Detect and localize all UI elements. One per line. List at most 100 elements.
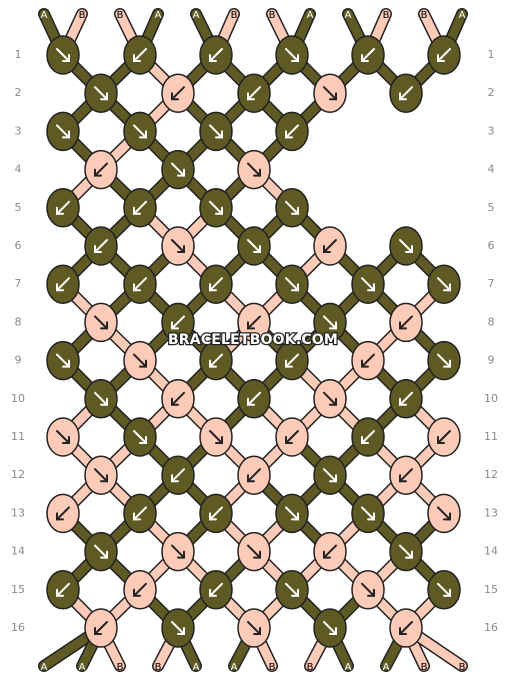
arrow-head-icon bbox=[100, 397, 108, 406]
top-string-label: A bbox=[307, 10, 314, 21]
arrow-head-icon bbox=[285, 436, 293, 444]
arrow-head-icon bbox=[443, 512, 451, 521]
row-number-right: 11 bbox=[484, 430, 498, 443]
row-number-left: 14 bbox=[11, 545, 25, 558]
arrow-down-right-icon bbox=[56, 124, 70, 139]
arrow-down-right-icon bbox=[361, 277, 375, 292]
top-string-label: A bbox=[345, 10, 352, 21]
arrow-down-right-icon bbox=[56, 353, 70, 368]
arrow-head-icon bbox=[94, 168, 102, 177]
row-number-right: 12 bbox=[484, 468, 498, 481]
arrow-head-icon bbox=[247, 92, 255, 101]
arrow-down-left-icon bbox=[171, 468, 185, 483]
arrow-head-icon bbox=[443, 359, 451, 368]
arrow-head-icon bbox=[399, 92, 407, 101]
arrow-down-right-icon bbox=[285, 200, 299, 215]
arrow-down-left-icon bbox=[133, 506, 147, 521]
top-string-label: A bbox=[41, 10, 48, 21]
top-string-label: A bbox=[193, 10, 200, 21]
arrow-down-right-icon bbox=[361, 582, 375, 597]
row-number-left: 3 bbox=[15, 124, 22, 137]
arrow-head-icon bbox=[329, 92, 337, 101]
arrow-down-left-icon bbox=[209, 582, 223, 597]
row-number-right: 1 bbox=[488, 48, 495, 61]
arrow-head-icon bbox=[177, 168, 185, 177]
arrow-head-icon bbox=[56, 206, 64, 215]
arrow-head-icon bbox=[253, 245, 261, 253]
row-number-left: 5 bbox=[15, 201, 22, 214]
arrow-down-left-icon bbox=[133, 200, 147, 215]
arrow-head-icon bbox=[361, 54, 369, 62]
arrow-down-left-icon bbox=[209, 48, 223, 62]
arrow-down-left-icon bbox=[133, 277, 147, 292]
arrow-down-right-icon bbox=[361, 506, 375, 521]
arrow-down-left-icon bbox=[437, 48, 451, 62]
row-number-right: 13 bbox=[484, 506, 498, 519]
bottom-string-label: B bbox=[155, 662, 162, 673]
arrow-head-icon bbox=[177, 245, 185, 253]
arrow-head-icon bbox=[361, 436, 369, 444]
row-number-right: 9 bbox=[488, 354, 495, 367]
arrow-down-right-icon bbox=[133, 430, 147, 444]
arrow-down-right-icon bbox=[399, 239, 413, 253]
row-number-right: 15 bbox=[484, 583, 498, 596]
arrow-down-left-icon bbox=[399, 468, 413, 483]
arrow-head-icon bbox=[171, 397, 179, 406]
arrow-head-icon bbox=[177, 627, 185, 635]
row-number-left: 1 bbox=[15, 48, 22, 61]
arrow-head-icon bbox=[94, 245, 102, 253]
arrow-down-right-icon bbox=[399, 544, 413, 559]
row-number-left: 9 bbox=[15, 354, 22, 367]
bottom-string-label: A bbox=[231, 662, 238, 673]
bottom-string-label: B bbox=[459, 662, 466, 673]
arrow-down-right-icon bbox=[323, 468, 337, 483]
arrow-head-icon bbox=[291, 588, 299, 597]
arrow-head-icon bbox=[367, 283, 375, 292]
row-number-right: 3 bbox=[488, 124, 495, 137]
bottom-string-label: B bbox=[117, 662, 124, 673]
arrow-head-icon bbox=[443, 283, 451, 292]
arrow-down-right-icon bbox=[285, 582, 299, 597]
arrow-head-icon bbox=[291, 54, 299, 62]
top-string-label: B bbox=[269, 10, 276, 21]
row-number-left: 12 bbox=[11, 468, 25, 481]
row-number-left: 2 bbox=[15, 86, 22, 99]
bottom-string-label: A bbox=[383, 662, 390, 673]
bottom-string-label: B bbox=[421, 662, 428, 673]
arrow-down-left-icon bbox=[56, 200, 70, 215]
top-string-label: B bbox=[383, 10, 390, 21]
arrow-down-right-icon bbox=[285, 506, 299, 521]
arrow-head-icon bbox=[329, 627, 337, 635]
arrow-down-left-icon bbox=[247, 391, 261, 406]
arrow-down-left-icon bbox=[56, 582, 70, 597]
arrow-head-icon bbox=[133, 588, 141, 597]
arrow-head-icon bbox=[253, 627, 261, 635]
arrow-down-right-icon bbox=[133, 124, 147, 139]
arrow-head-icon bbox=[247, 474, 255, 483]
arrow-head-icon bbox=[253, 168, 261, 177]
top-string-label: B bbox=[231, 10, 238, 21]
arrow-head-icon bbox=[139, 436, 147, 444]
arrow-head-icon bbox=[437, 436, 445, 444]
arrow-head-icon bbox=[437, 54, 445, 62]
arrow-head-icon bbox=[215, 130, 223, 139]
row-number-left: 4 bbox=[15, 163, 22, 176]
arrow-down-left-icon bbox=[56, 506, 70, 521]
arrow-head-icon bbox=[323, 245, 331, 253]
top-string-label: B bbox=[117, 10, 124, 21]
row-number-left: 8 bbox=[15, 315, 22, 328]
bottom-string-label: A bbox=[345, 662, 352, 673]
arrow-down-right-icon bbox=[133, 353, 147, 368]
arrow-head-icon bbox=[323, 550, 331, 559]
arrow-down-right-icon bbox=[56, 430, 70, 444]
arrow-down-left-icon bbox=[285, 430, 299, 444]
arrow-down-left-icon bbox=[399, 621, 413, 635]
row-number-right: 16 bbox=[484, 621, 498, 634]
arrow-head-icon bbox=[209, 512, 217, 521]
row-number-right: 14 bbox=[484, 545, 498, 558]
arrow-head-icon bbox=[291, 512, 299, 521]
arrow-head-icon bbox=[209, 283, 217, 292]
arrow-down-left-icon bbox=[399, 86, 413, 101]
arrow-head-icon bbox=[133, 206, 141, 215]
